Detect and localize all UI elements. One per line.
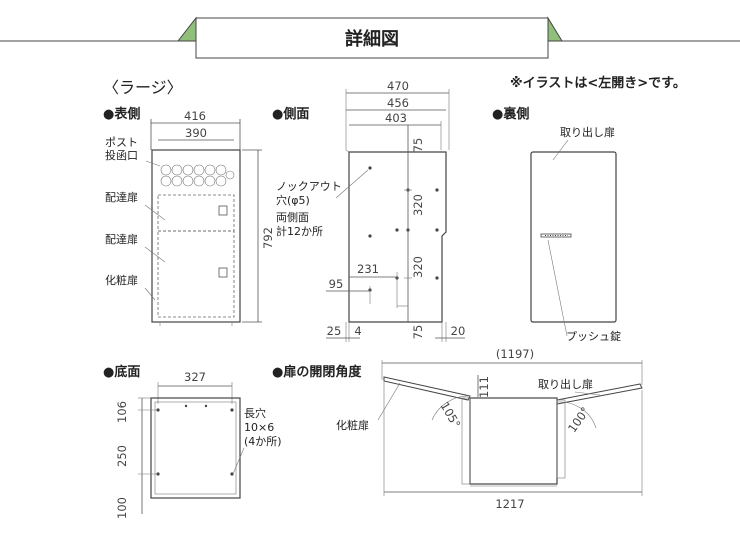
bottom-heading: ●底面 — [103, 364, 140, 380]
front-heading: ●表側 — [103, 106, 140, 122]
angle-label-cosmetic-door: 化粧扉 — [336, 418, 369, 432]
knockout-hole-marks — [368, 166, 439, 292]
side-dim-4: 4 — [354, 324, 361, 338]
label-takeout-door: 取り出し扉 — [560, 125, 615, 139]
bottom-dim-100: 100 — [115, 497, 129, 519]
side-dim-25: 25 — [327, 324, 342, 338]
knockout-label-2: 穴(φ5) — [276, 193, 310, 207]
angle-105-deg: 105° — [437, 400, 463, 431]
back-heading: ●裏側 — [492, 106, 529, 122]
title-banner: 詳細図 — [0, 16, 740, 59]
page-title: 詳細図 — [345, 28, 399, 50]
side-view: ●側面 470 456 403 75 320 320 75 231 — [272, 79, 465, 342]
side-dim-231: 231 — [357, 262, 379, 276]
angle-label-takeout-door: 取り出し扉 — [538, 377, 593, 391]
label-post-2: 投函口 — [105, 148, 138, 162]
slot-label-1: 長穴 — [244, 406, 266, 420]
slot-label-2: 10×6 — [244, 421, 274, 434]
side-dim-95: 95 — [329, 277, 344, 291]
angle-100-deg: 100° — [565, 404, 592, 435]
side-height-320-lower: 320 — [411, 256, 425, 278]
angle-heading: ●扉の開閉角度 — [272, 364, 362, 380]
bottom-dim-250: 250 — [115, 445, 129, 467]
delivery-lock-icon-2 — [218, 267, 228, 278]
label-delivery-door-1: 配達扉 — [105, 191, 138, 204]
bottom-dim-106: 106 — [115, 401, 129, 423]
front-height-792: 792 — [261, 227, 275, 249]
angle-dim-1197: (1197) — [496, 347, 534, 361]
label-delivery-door-2: 配達扉 — [105, 233, 138, 246]
back-view: ●裏側 取り出し扉 プッシュ錠 — [492, 106, 621, 343]
illustration-note: ※イラストは<左開き>です。 — [510, 75, 686, 91]
knockout-label-3: 両側面 — [276, 211, 309, 224]
label-cosmetic-door: 化粧扉 — [105, 273, 138, 287]
knockout-label-4: 計12か所 — [276, 224, 323, 238]
angle-dim-1217: 1217 — [495, 497, 524, 511]
angle-dim-111: 111 — [477, 376, 491, 398]
side-heading: ●側面 — [272, 106, 309, 122]
knockout-label-1: ノックアウト — [276, 180, 342, 193]
side-depth-403: 403 — [385, 111, 407, 125]
side-height-320-upper: 320 — [411, 194, 425, 216]
slot-label-3: (4か所) — [244, 435, 282, 448]
side-depth-470: 470 — [387, 79, 409, 93]
side-height-75-bottom: 75 — [411, 325, 425, 340]
label-push-lock: プッシュ錠 — [566, 329, 621, 343]
door-angle-view: ●扉の開閉角度 (1197) 105° 100° 111 1217 取り出し扉 … — [272, 347, 643, 511]
size-subtitle: 〈ラージ〉 — [103, 78, 183, 97]
delivery-lock-icon-1 — [218, 205, 228, 216]
front-width-390: 390 — [185, 126, 207, 140]
front-view: ●表側 416 390 792 ポスト 投函口 配達扉 — [103, 106, 275, 326]
front-width-416: 416 — [184, 109, 206, 123]
bottom-view: ●底面 327 106 250 100 長穴 10×6 (4か所) — [103, 364, 282, 519]
bottom-width-327: 327 — [184, 370, 206, 384]
side-dim-20: 20 — [451, 324, 466, 338]
side-depth-456: 456 — [387, 96, 409, 110]
side-height-75-top: 75 — [411, 138, 425, 153]
post-slot-icons — [160, 164, 235, 187]
label-post-1: ポスト — [105, 136, 138, 149]
